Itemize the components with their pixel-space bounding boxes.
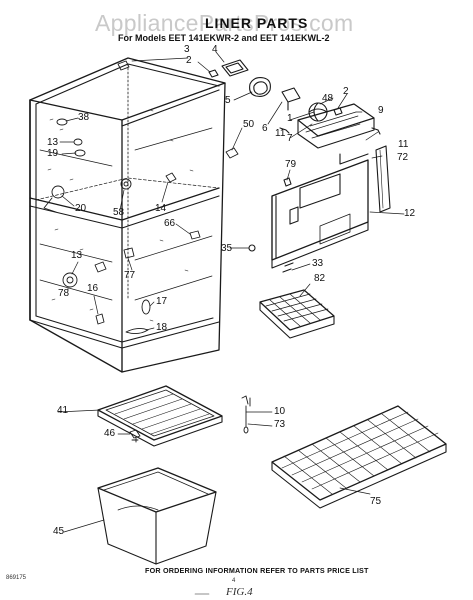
thermostat-parts	[241, 395, 251, 434]
part-label-33: 33	[312, 258, 324, 269]
leader-lines	[57, 51, 405, 533]
part-label-75: 75	[370, 496, 382, 507]
part-label-19: 19	[47, 148, 59, 159]
part-label-14: 14	[155, 203, 167, 214]
part-label-12: 12	[404, 208, 416, 219]
part-label-38: 38	[78, 112, 90, 123]
part-label-41: 41	[57, 405, 69, 416]
part-label-10: 10	[274, 406, 286, 417]
part-label-46: 46	[104, 428, 116, 439]
part-label-45: 45	[53, 526, 65, 537]
part-label-20: 20	[75, 203, 87, 214]
part-label-13b: 13	[71, 250, 83, 261]
part-label-7: 7	[287, 133, 293, 144]
part-label-9: 9	[378, 105, 384, 116]
part-label-58: 58	[113, 207, 125, 218]
liner-cabinet	[29, 57, 226, 373]
figure-label: FIG.4	[226, 586, 253, 598]
part-label-2b: 2	[343, 86, 349, 97]
ordering-footer: FOR ORDERING INFORMATION REFER TO PARTS …	[145, 566, 369, 575]
part-label-4: 4	[212, 44, 218, 55]
part-label-11a: 11	[275, 128, 286, 139]
watermark: AppliancePartsPros.com	[95, 10, 354, 36]
part-label-13a: 13	[47, 137, 59, 148]
part-label-73: 73	[274, 419, 286, 430]
page-number: 4	[232, 578, 236, 584]
wire-shelf	[271, 405, 447, 509]
part-label-66: 66	[164, 218, 176, 229]
part-label-77: 77	[124, 270, 136, 281]
part-label-50: 50	[243, 119, 255, 130]
part-label-48: 48	[322, 93, 334, 104]
part-label-17: 17	[156, 296, 168, 307]
evaporator-cover-assembly	[248, 145, 391, 273]
part-label-82: 82	[314, 273, 326, 284]
freezer-tray	[97, 385, 223, 447]
part-label-6: 6	[262, 123, 268, 134]
diagram-title: LINER PARTS	[205, 15, 309, 31]
doc-code: 869175	[6, 575, 27, 581]
part-label-79: 79	[285, 159, 297, 170]
part-label-18: 18	[156, 322, 168, 333]
part-label-2: 2	[186, 55, 192, 66]
light-and-fan-assembly	[208, 59, 381, 149]
crisper-pan	[97, 467, 217, 565]
part-label-11b: 11	[398, 139, 409, 150]
part-label-35: 35	[221, 243, 233, 254]
cabinet-small-parts	[43, 60, 239, 335]
part-label-78: 78	[58, 288, 70, 299]
diagram-subtitle: For Models EET 141EKWR-2 and EET 141EKWL…	[118, 33, 330, 43]
part-label-5: 5	[225, 95, 231, 106]
pan-clip	[129, 429, 141, 443]
part-label-3: 3	[184, 44, 190, 55]
part-label-72: 72	[397, 152, 409, 163]
ice-cube-tray	[259, 289, 335, 339]
part-label-16: 16	[87, 283, 99, 294]
part-label-1: 1	[287, 113, 293, 124]
